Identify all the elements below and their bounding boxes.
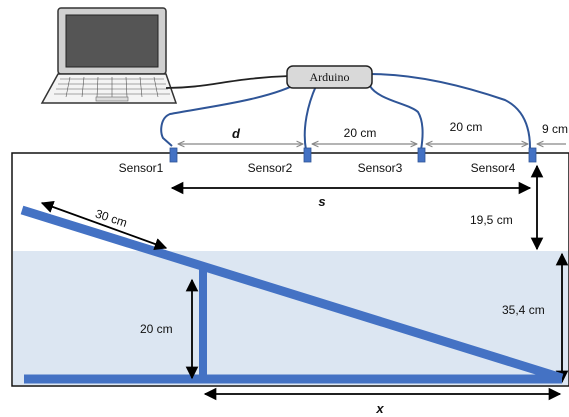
- spacing-d-label: d: [232, 126, 241, 141]
- ramp-length-label: 30 cm: [94, 206, 129, 229]
- sensors: [169, 147, 537, 163]
- tank: [11, 152, 569, 387]
- sensor-wires: [160, 73, 531, 151]
- water: [13, 251, 568, 385]
- sensor-1-label: Sensor1: [119, 161, 164, 175]
- usb-cable: [165, 75, 291, 89]
- sensor-2: [303, 147, 312, 163]
- spacing-4edge-label: 9 cm: [542, 122, 568, 136]
- spacing-34-label: 20 cm: [450, 120, 483, 134]
- arduino-box: Arduino: [286, 65, 373, 89]
- support-height-label: 20 cm: [140, 322, 173, 336]
- s-label: s: [318, 194, 325, 209]
- sensor-4-label: Sensor4: [471, 161, 516, 175]
- ramp-length-arrow: [40, 200, 168, 251]
- spacing-23-label: 20 cm: [344, 126, 377, 140]
- height-above-water-label: 19,5 cm: [470, 213, 513, 227]
- sensor-3: [417, 147, 426, 163]
- arduino-label: Arduino: [310, 70, 350, 84]
- water-depth-label: 35,4 cm: [502, 303, 545, 317]
- sensor-2-label: Sensor2: [248, 161, 293, 175]
- x-label: x: [375, 401, 384, 416]
- laptop-icon: [40, 7, 178, 104]
- sensor-1: [169, 147, 178, 163]
- sensor-4: [528, 147, 537, 163]
- sensor-3-label: Sensor3: [358, 161, 403, 175]
